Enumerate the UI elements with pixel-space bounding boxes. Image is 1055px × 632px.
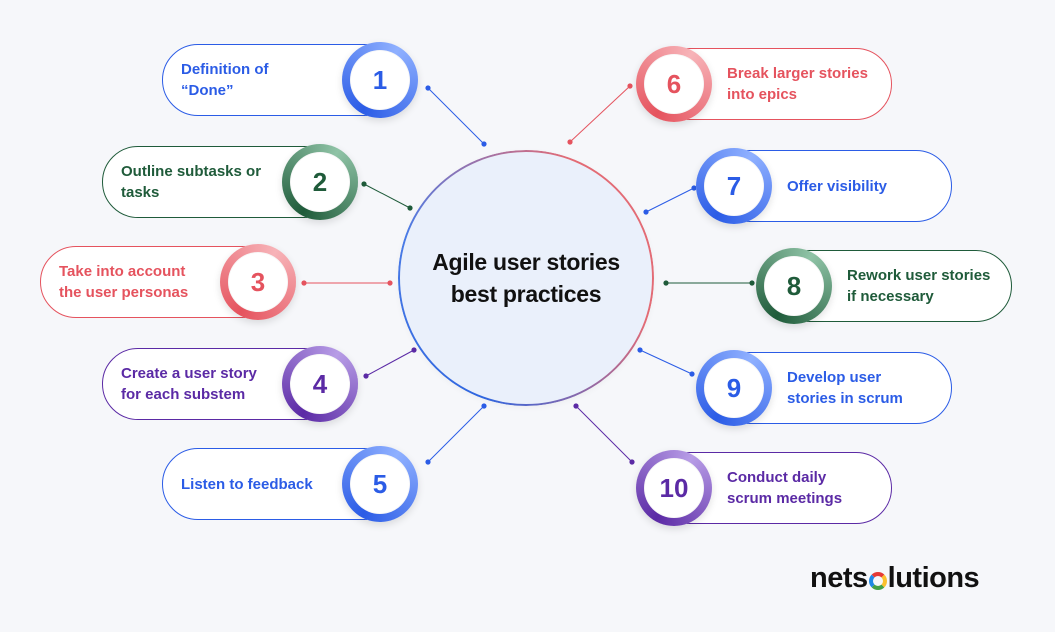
- number-6: 6: [666, 68, 682, 99]
- connector-dot: [629, 459, 635, 465]
- number-3: 3: [250, 266, 266, 297]
- practice-label-7: Offer visibility: [787, 177, 888, 195]
- connector-line-4: [365, 349, 415, 377]
- connector-dot: [573, 403, 579, 409]
- practice-label-2: Outline subtasks or tasks: [121, 163, 262, 201]
- connector-dot: [425, 459, 431, 465]
- number-badge-6: 6: [636, 46, 712, 122]
- practice-label-6: Break larger stories into epics: [727, 65, 868, 103]
- connector-line-1: [427, 87, 485, 145]
- connector-dot: [663, 280, 669, 286]
- connector-dot: [411, 347, 417, 353]
- connector-line-6: [569, 85, 631, 143]
- number-5: 5: [372, 468, 388, 499]
- number-4: 4: [312, 368, 328, 399]
- practice-label-10: Conduct daily scrum meetings: [727, 469, 843, 507]
- center-circle: Agile user stories best practices: [400, 152, 652, 404]
- practice-label-3: Take into account the user personas: [59, 263, 189, 301]
- connector-dot: [627, 83, 633, 89]
- number-9: 9: [726, 372, 742, 403]
- connector-line-10: [575, 405, 633, 463]
- number-badge-8: 8: [756, 248, 832, 324]
- number-badge-9: 9: [696, 350, 772, 426]
- connector-line-2: [363, 183, 411, 209]
- connector-dot: [643, 209, 649, 215]
- connector-dot: [749, 280, 755, 286]
- practice-label-4: Create a user story for each substem: [121, 365, 257, 403]
- connector-dot: [387, 280, 393, 286]
- connector-dot: [637, 347, 643, 353]
- connector-line-5: [427, 405, 485, 463]
- number-badge-5: 5: [342, 446, 418, 522]
- connector-dot: [407, 205, 413, 211]
- connector-dot: [691, 185, 697, 191]
- connector-dot: [425, 85, 431, 91]
- practice-label-9: Develop user stories in scrum: [787, 369, 903, 407]
- practice-label-5: Listen to feedback: [181, 475, 313, 493]
- connector-dot: [363, 373, 369, 379]
- connector-dot: [567, 139, 573, 145]
- number-8: 8: [786, 270, 802, 301]
- number-2: 2: [312, 166, 328, 197]
- connector-dot: [689, 371, 695, 377]
- number-badge-2: 2: [282, 144, 358, 220]
- number-badge-7: 7: [696, 148, 772, 224]
- number-badge-1: 1: [342, 42, 418, 118]
- number-badge-10: 10: [636, 450, 712, 526]
- connector-dot: [481, 403, 487, 409]
- connector-dot: [481, 141, 487, 147]
- connector-line-7: [645, 187, 695, 213]
- number-7: 7: [726, 170, 742, 201]
- number-badge-4: 4: [282, 346, 358, 422]
- connector-dot: [361, 181, 367, 187]
- practice-label-8: Rework user stories if necessary: [847, 267, 991, 305]
- number-badge-3: 3: [220, 244, 296, 320]
- number-10: 10: [659, 472, 689, 503]
- connector-dot: [301, 280, 307, 286]
- logo-o-icon: [868, 572, 887, 590]
- connector-line-9: [639, 349, 693, 375]
- practice-label-1: Definition of “Done”: [181, 61, 269, 99]
- center-title: Agile user stories best practices: [432, 249, 620, 307]
- number-1: 1: [372, 64, 388, 95]
